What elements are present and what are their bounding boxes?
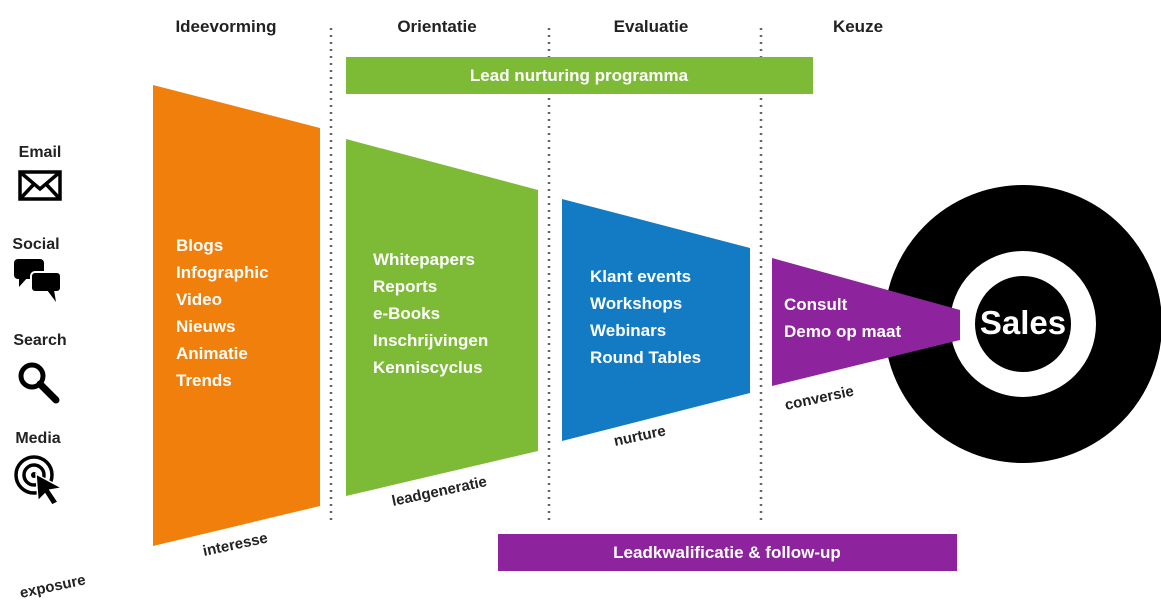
- funnel-stage-conversie: [772, 258, 960, 386]
- lead-nurturing-label: Lead nurturing programma: [470, 66, 689, 85]
- leadkwalificatie-label: Leadkwalificatie & follow-up: [613, 543, 841, 562]
- phase-keuze: Keuze: [833, 17, 883, 36]
- envelope-icon: [18, 170, 62, 201]
- funnel-item: Animatie: [176, 344, 248, 363]
- stage-label-interesse: interesse: [201, 530, 269, 560]
- funnel-item: Nieuws: [176, 317, 236, 336]
- channel-email-label: Email: [19, 144, 62, 161]
- phase-ideevorming: Ideevorming: [175, 17, 276, 36]
- click-target-icon: [14, 455, 65, 506]
- channel-social-label: Social: [12, 236, 59, 253]
- channel-media-label: Media: [15, 430, 60, 447]
- funnel-stage-interesse: [153, 85, 320, 546]
- funnel-item: Kenniscyclus: [373, 358, 483, 377]
- funnel-item: Reports: [373, 277, 437, 296]
- funnel-item: e-Books: [373, 304, 440, 323]
- funnel-item: Demo op maat: [784, 322, 901, 341]
- funnel-item: Video: [176, 290, 222, 309]
- funnel-item: Round Tables: [590, 348, 701, 367]
- chat-bubbles-icon: [14, 259, 62, 302]
- funnel-stage-nurture: [562, 199, 750, 441]
- funnel-stage-leadgeneratie: [346, 139, 538, 496]
- stage-label-nurture: nurture: [612, 422, 667, 450]
- exposure-label: exposure: [18, 571, 87, 601]
- phase-evaluatie: Evaluatie: [614, 17, 689, 36]
- stage-label-conversie: conversie: [783, 383, 855, 414]
- funnel-item: Whitepapers: [373, 250, 475, 269]
- lead-nurturing-bar: [346, 57, 813, 94]
- magnifier-icon: [18, 362, 60, 404]
- sales-target-center: [975, 276, 1071, 372]
- funnel-item: Trends: [176, 371, 232, 390]
- funnel-item: Inschrijvingen: [373, 331, 488, 350]
- funnel-item: Workshops: [590, 294, 682, 313]
- funnel-item: Consult: [784, 295, 848, 314]
- sales-label: Sales: [980, 304, 1066, 341]
- funnel-item: Klant events: [590, 267, 691, 286]
- funnel-item: Webinars: [590, 321, 666, 340]
- phase-orientatie: Orientatie: [397, 17, 476, 36]
- funnel-item: Blogs: [176, 236, 223, 255]
- funnel-item: Infographic: [176, 263, 269, 282]
- leadkwalificatie-bar: [498, 534, 957, 571]
- channel-search-label: Search: [13, 332, 66, 349]
